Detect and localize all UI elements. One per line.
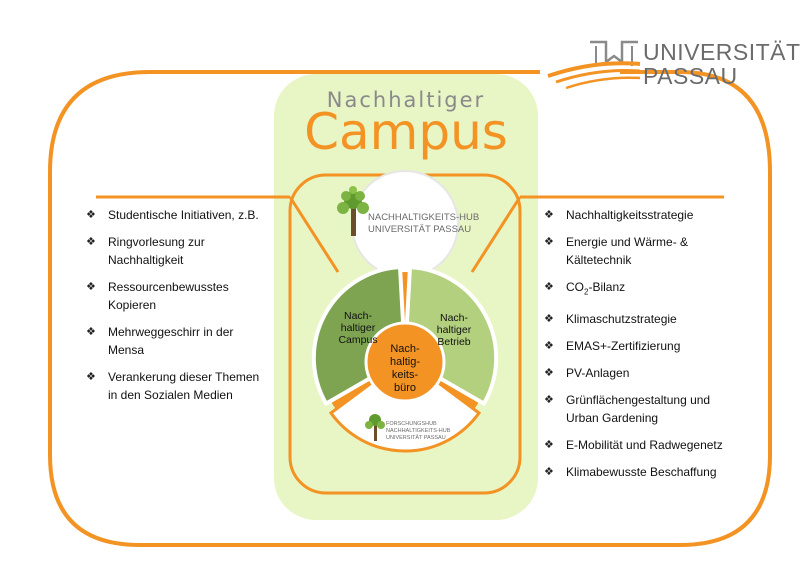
university-logo-mark [547, 40, 641, 90]
bullet-icon: ❖ [544, 209, 554, 221]
list-item-text: Ringvorlesung zur [108, 235, 205, 249]
hub-logo-line2: UNIVERSITÄT PASSAU [368, 224, 471, 235]
list-item-text: Energie und Wärme- & [566, 235, 689, 249]
list-item-text: Klimabewusste Beschaffung [566, 465, 717, 480]
list-item-text: Nachhaltigkeit [108, 253, 184, 267]
list-item-text: Verankerung dieser Themen [108, 370, 260, 384]
list-item-text: Klimaschutzstrategie [566, 312, 677, 327]
list-item-text: Studentische Initiativen, z.B. [108, 208, 259, 222]
tree-icon [337, 186, 369, 236]
bullet-icon: ❖ [544, 394, 554, 407]
list-item-text: Urban Gardening [566, 411, 659, 426]
bullet-icon: ❖ [544, 281, 554, 293]
bullet-icon: ❖ [86, 209, 96, 221]
list-item-text: Kopieren [108, 298, 157, 312]
connector-right [470, 196, 522, 273]
list-item-text: in den Sozialen Medien [108, 388, 233, 402]
hub-logo-line1: NACHHALTIGKEITS-HUB [368, 212, 479, 223]
small-tree-icon [365, 414, 385, 441]
list-item-text: Mehrweggeschirr in der [108, 325, 234, 339]
bullet-icon: ❖ [544, 439, 554, 452]
bullet-icon: ❖ [86, 326, 96, 338]
university-logo-line1: UNIVERSITÄT [643, 39, 800, 65]
list-item: ❖ E-Mobilität und Radwegenetz [544, 436, 744, 454]
center-label-2: haltig- [390, 356, 420, 368]
list-item: ❖ Nachhaltigkeitsstrategie [544, 206, 744, 224]
list-item-text: Nachhaltigkeitsstrategie [566, 208, 694, 222]
bullet-icon: ❖ [544, 466, 554, 479]
list-item-subscript: 2 [584, 287, 589, 297]
bullet-icon: ❖ [544, 340, 554, 353]
list-item: ❖ Studentische Initiativen, z.B. [86, 206, 276, 224]
bullet-icon: ❖ [544, 313, 554, 326]
small-logo-line1: FORSCHUNGSHUB [386, 421, 437, 427]
right-bullet-list: ❖ Nachhaltigkeitsstrategie ❖ Energie und Wä… [544, 206, 744, 490]
segment-right-label-3: Betrieb [437, 336, 470, 348]
bullet-icon: ❖ [544, 236, 554, 248]
segment-right-label-1: Nach- [440, 312, 469, 324]
bullet-icon: ❖ [544, 367, 554, 380]
list-item: ❖ EMAS+-Zertifizierung [544, 337, 744, 355]
bullet-icon: ❖ [86, 281, 96, 293]
bullet-icon: ❖ [86, 371, 96, 383]
segment-left-label-3: Campus [338, 334, 377, 346]
list-item: ❖ PV-Anlagen [544, 364, 744, 382]
center-label-1: Nach- [390, 343, 420, 355]
list-item-text: Mensa [108, 343, 145, 357]
title-line2: Campus [304, 103, 508, 161]
center-label-4: büro [394, 382, 416, 394]
list-item-text: PV-Anlagen [566, 366, 630, 381]
segment-left-label-2: haltiger [341, 322, 376, 334]
university-logo-line2: PASSAU [643, 63, 738, 89]
title-line1: Nachhaltiger [327, 88, 485, 112]
segment-right-label-2: haltiger [437, 324, 472, 336]
list-item-text: E-Mobilität und Radwegenetz [566, 438, 723, 453]
list-item-text: Kältetechnik [566, 253, 632, 267]
list-item-text: CO [566, 280, 584, 294]
segment-left-label-1: Nach- [344, 310, 373, 322]
list-item-text: Ressourcenbewusstes [108, 280, 229, 294]
list-item: ❖ Energie und Wärme- & Kältetechnik [544, 233, 744, 269]
list-item: ❖ CO2-Bilanz [544, 278, 744, 301]
small-logo-line3: UNIVERSITÄT PASSAU [386, 434, 446, 441]
connector-left [288, 196, 340, 273]
center-label-3: keits- [392, 369, 419, 381]
bullet-icon: ❖ [86, 236, 96, 248]
list-item: ❖ Verankerung dieser Themen in den Soziale… [86, 368, 276, 404]
list-item-text: EMAS+-Zertifizierung [566, 339, 681, 354]
outer-frame [48, 70, 772, 547]
center-circle-buero [364, 321, 446, 403]
list-item: ❖ Klimaschutzstrategie [544, 310, 744, 328]
list-item-text: -Bilanz [588, 280, 626, 294]
list-item: ❖ Klimabewusste Beschaffung [544, 463, 744, 481]
left-bullet-list: ❖ Studentische Initiativen, z.B. ❖ Ringvorl… [86, 206, 276, 413]
list-item-text: Grünflächengestaltung und [566, 393, 711, 408]
small-logo-line2: NACHHALTIGKEITS-HUB [386, 428, 451, 434]
